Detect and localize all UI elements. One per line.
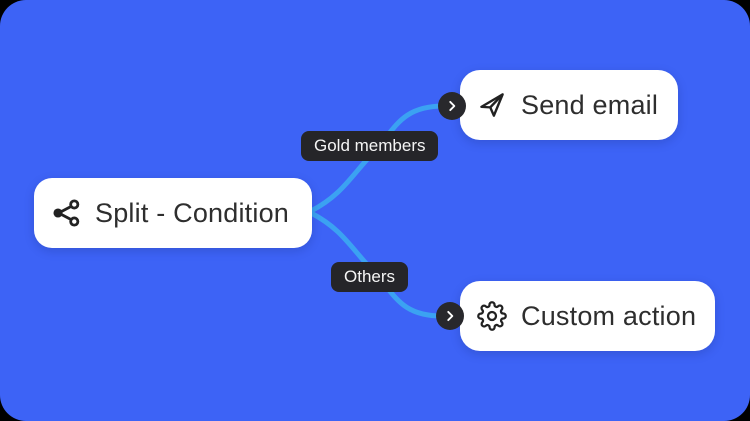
branch-label-others[interactable]: Others	[331, 262, 409, 292]
branch-label-text: Gold members	[314, 136, 426, 155]
send-icon	[477, 90, 507, 120]
gear-icon	[477, 301, 507, 331]
node-title: Split - Condition	[95, 197, 289, 228]
chevron-right-icon	[443, 309, 457, 323]
node-title: Custom action	[521, 300, 697, 331]
node-split-condition[interactable]: Split - Condition	[34, 178, 312, 248]
node-custom-action[interactable]: Custom action	[460, 281, 715, 351]
chevron-right-icon	[445, 99, 459, 113]
split-icon	[50, 197, 82, 229]
branch-label-text: Others	[344, 267, 396, 286]
node-send-email[interactable]: Send email	[460, 70, 678, 140]
port-badge-custom-action[interactable]	[436, 302, 464, 330]
branch-label-gold-members[interactable]: Gold members	[301, 131, 439, 161]
port-badge-send-email[interactable]	[438, 92, 466, 120]
node-title: Send email	[521, 89, 659, 120]
